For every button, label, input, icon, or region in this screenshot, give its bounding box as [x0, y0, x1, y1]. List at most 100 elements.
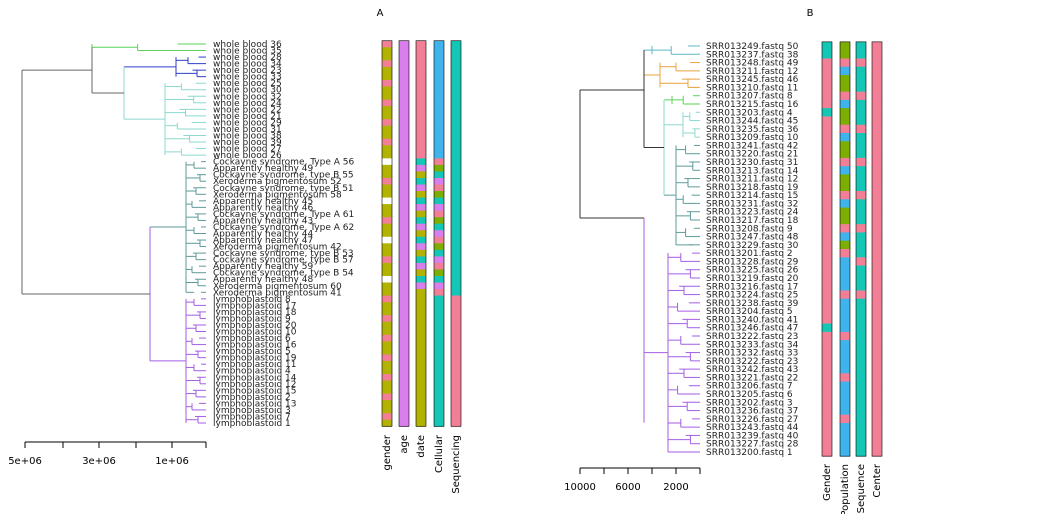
track-cell [382, 308, 392, 316]
track-cell [451, 393, 461, 401]
track-cell [840, 307, 850, 316]
track-cell [840, 66, 850, 76]
leaf-label: lymphoblastoid 13 [213, 399, 297, 409]
track-cell [451, 289, 461, 297]
track-cell [416, 243, 426, 251]
track-cell [399, 177, 409, 185]
track-cell [451, 138, 461, 146]
track-cell [872, 398, 882, 407]
track-cell [856, 398, 866, 407]
track-cell [822, 431, 832, 441]
track-cell [451, 249, 461, 257]
track-cell [840, 232, 850, 242]
track-cell [451, 406, 461, 414]
leaf-label: whole blood 30 [213, 86, 282, 96]
track-cell [872, 41, 882, 51]
track-cell [872, 356, 882, 366]
track-cell [382, 328, 392, 336]
leaf-label: whole blood 39 [213, 138, 282, 148]
track-cell [399, 158, 409, 166]
leaf-label: Cockayne syndrome, type B 54 [213, 269, 354, 279]
track-cell [451, 86, 461, 94]
track-cell [434, 119, 444, 127]
track-cell [399, 191, 409, 199]
track-cell [434, 269, 444, 277]
track-cell [822, 398, 832, 407]
track-cell [451, 308, 461, 316]
track-cell [856, 166, 866, 175]
track-cell [382, 367, 392, 375]
track-label: date [416, 435, 427, 458]
leaf-label: whole blood 35 [213, 47, 282, 57]
track-frame [871, 41, 883, 457]
track-cell [840, 414, 850, 424]
track-cell [416, 282, 426, 290]
track-cell [434, 334, 444, 342]
x-tick-label: 3e+06 [82, 456, 116, 467]
leaf-label: SRR013231.fastq 32 [706, 199, 798, 209]
leaf-label: Apparently healthy 45 [213, 197, 313, 207]
track-cell [856, 215, 866, 225]
track-cell [856, 124, 866, 134]
leaf-label: SRR013229.fastq 30 [706, 241, 799, 251]
leaf-label: Apparently healthy 47 [213, 236, 313, 246]
track-cell [872, 257, 882, 267]
leaf-label: whole blood 29 [213, 118, 282, 128]
track-cell [416, 125, 426, 133]
track-cell [451, 158, 461, 166]
track-cell [840, 315, 850, 325]
track-cell [434, 367, 444, 375]
track-cell [382, 47, 392, 55]
track-cell [872, 431, 882, 441]
track-cell [416, 269, 426, 277]
track-cell [840, 83, 850, 93]
track-cell [382, 223, 392, 231]
track-cell [840, 199, 850, 209]
track-cell [822, 215, 832, 225]
track-cell [434, 47, 444, 55]
track-cell [416, 380, 426, 388]
track-cell [840, 348, 850, 358]
track-cell [416, 66, 426, 74]
track-cell [872, 331, 882, 341]
track-cell [451, 106, 461, 114]
leaf-label: SRR013240.fastq 41 [706, 315, 798, 325]
track-cell [434, 86, 444, 94]
track-cell [399, 387, 409, 395]
leaf-label: lymphoblastoid 4 [213, 367, 291, 377]
track-cell [822, 83, 832, 93]
track-cell [416, 93, 426, 101]
track-cell [382, 236, 392, 244]
track-cell [872, 447, 882, 457]
track-cell [399, 204, 409, 212]
track-cell [434, 295, 444, 303]
track-cell [856, 83, 866, 93]
track-cell [434, 112, 444, 120]
leaf-label: SRR013210.fastq 11 [706, 83, 798, 93]
leaf-label: whole blood 31 [213, 125, 282, 135]
track-cell [840, 91, 850, 101]
track-cell [872, 116, 882, 126]
x-tick-label: 2000 [663, 482, 688, 493]
leaf-label: Cockayne syndrome, type B 51 [213, 184, 354, 194]
leaf-label: Apparently healthy 46 [213, 203, 313, 213]
track-cell [822, 265, 832, 275]
track-cell [822, 282, 832, 291]
leaf-label: whole blood 34 [213, 60, 282, 70]
track-cell [434, 99, 444, 107]
track-cell [434, 354, 444, 362]
track-cell [416, 217, 426, 225]
track-cell [451, 302, 461, 310]
track-cell [822, 157, 832, 167]
track-cell [399, 367, 409, 375]
track-cell [856, 240, 866, 250]
track-cell [382, 334, 392, 342]
leaf-label: SRR013236.fastq 37 [706, 407, 798, 417]
track-cell [382, 406, 392, 414]
track-cell [856, 365, 866, 374]
track-cell [451, 204, 461, 212]
track-cell [434, 158, 444, 166]
track-cell [399, 79, 409, 87]
track-cell [434, 171, 444, 179]
